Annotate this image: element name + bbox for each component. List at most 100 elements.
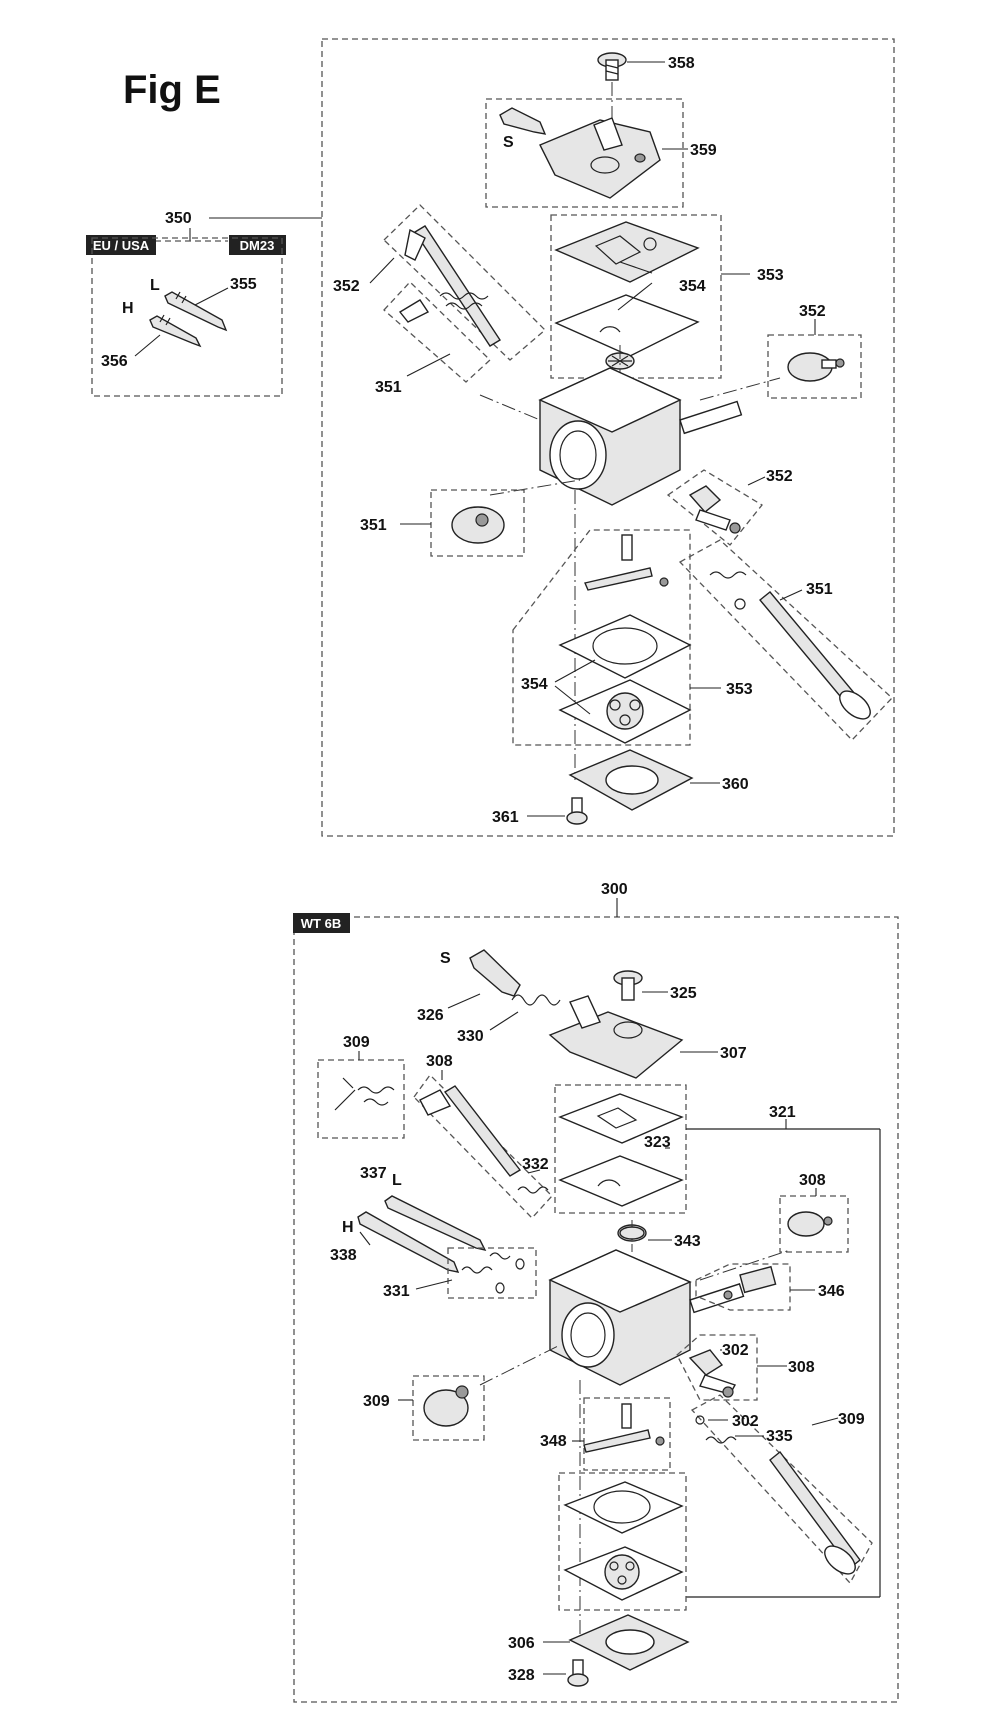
inlet-needle-348 [583, 1403, 665, 1453]
callout-308-upper: 308 [426, 1053, 453, 1070]
callout-353-upper: 353 [757, 267, 784, 284]
throttle-plate-right [787, 352, 845, 382]
throttle-plate-bottom-right [787, 1211, 833, 1237]
cover-screw-328 [567, 1659, 589, 1687]
choke-plate-bottom-left [423, 1385, 469, 1427]
callout-308-right: 308 [799, 1172, 826, 1189]
fitting-346 [723, 1265, 777, 1300]
callout-348: 348 [540, 1433, 567, 1450]
inlet-needle-top [584, 534, 669, 591]
adjustment-screws-frame [91, 237, 283, 397]
tag-wt6b: WT 6B [293, 913, 350, 933]
top-assembly-frame [321, 38, 895, 837]
carburetor-body-bottom [548, 1224, 745, 1386]
idle-screw-S [499, 107, 547, 135]
callout-300: 300 [601, 881, 628, 898]
letter-L: L [150, 277, 160, 294]
cover-screw-bottom [613, 970, 643, 1001]
callout-325: 325 [670, 985, 697, 1002]
pump-gasket-upper [554, 294, 700, 357]
callout-321: 321 [769, 1104, 796, 1121]
pump-diaphragm-bottom [558, 1093, 684, 1144]
metering-gasket-lower [558, 679, 692, 744]
top-assembly: 350 EU / USA DM23 L H 355 356 [86, 38, 895, 837]
callout-330: 330 [457, 1028, 484, 1045]
callout-343: 343 [674, 1233, 701, 1250]
callout-337: 337 [360, 1165, 387, 1182]
metering-diaphragm-bottom [563, 1481, 684, 1534]
callout-326: 326 [417, 1007, 444, 1024]
throttle-shaft-upper [404, 225, 501, 347]
callout-308-lower: 308 [788, 1359, 815, 1376]
pump-cover [539, 117, 661, 199]
callout-338: 338 [330, 1247, 357, 1264]
callout-351-left: 351 [360, 517, 387, 534]
cover-screw [597, 52, 627, 81]
needle-springs-331 [461, 1252, 525, 1294]
adjusting-needle-H [357, 1211, 460, 1273]
diaphragm-cover-bottom [568, 1614, 690, 1671]
callout-355: 355 [230, 276, 257, 293]
callout-358: 358 [668, 55, 695, 72]
idle-spring [511, 994, 561, 1006]
idle-screw-S-bottom [469, 949, 521, 997]
callout-352-upper: 352 [333, 278, 360, 295]
svg-text:EU / USA: EU / USA [93, 238, 150, 253]
callout-302-upper: 302 [722, 1342, 749, 1359]
callout-351-right: 351 [806, 581, 833, 598]
letter-S-top: S [503, 134, 514, 151]
callout-354-lower: 354 [521, 676, 548, 693]
tag-eu-usa: EU / USA [86, 235, 156, 255]
callout-307: 307 [720, 1045, 747, 1062]
choke-shaft-bottom [695, 1415, 861, 1575]
callout-352-right: 352 [799, 303, 826, 320]
adjusting-screw-L [164, 291, 228, 332]
figure-title: Fig E [123, 68, 221, 112]
callout-328: 328 [508, 1667, 535, 1684]
callout-356: 356 [101, 353, 128, 370]
strainer-343 [619, 1226, 645, 1240]
pump-diaphragm-upper [554, 221, 700, 283]
tag-dm23: DM23 [229, 235, 286, 255]
letter-H: H [122, 300, 134, 317]
callout-323: 323 [644, 1134, 671, 1151]
carburetor-body-top [538, 352, 743, 506]
letter-L-bottom: L [392, 1172, 402, 1189]
throttle-lever-right [688, 485, 741, 534]
pump-gasket-bottom [558, 1155, 684, 1207]
bottom-assembly: 300 WT 6B 325 S 326 330 307 [293, 881, 899, 1703]
adjusting-screw-H [149, 314, 202, 348]
return-spring-upper [398, 292, 489, 323]
callout-306: 306 [508, 1635, 535, 1652]
callout-309-right: 309 [838, 1411, 865, 1428]
svg-text:DM23: DM23 [240, 238, 275, 253]
callout-335: 335 [766, 1428, 793, 1445]
lever-302 [688, 1349, 737, 1398]
callout-359: 359 [690, 142, 717, 159]
pump-cover-bottom [548, 995, 684, 1079]
callout-350: 350 [165, 210, 192, 227]
letter-S-bottom: S [440, 950, 451, 967]
throttle-shaft-bottom [419, 1085, 522, 1177]
bottom-assembly-frame [293, 916, 899, 1703]
callout-302-lower: 302 [732, 1413, 759, 1430]
callout-309-upper: 309 [343, 1034, 370, 1051]
return-spring-309 [334, 1077, 395, 1111]
diaphragm-cover-top [568, 749, 694, 811]
svg-text:WT 6B: WT 6B [301, 916, 341, 931]
cover-screw-bottom-top [566, 797, 588, 825]
choke-shaft-lower [709, 571, 871, 720]
choke-plate-left [451, 506, 505, 544]
metering-diaphragm-lower [558, 614, 692, 679]
callout-354-upper: 354 [679, 278, 706, 295]
callout-352-lower: 352 [766, 468, 793, 485]
callout-309-left: 309 [363, 1393, 390, 1410]
callout-331: 331 [383, 1283, 410, 1300]
callout-361: 361 [492, 809, 519, 826]
metering-gasket-bottom [563, 1546, 684, 1601]
spring-332 [517, 1186, 549, 1194]
callout-353-lower: 353 [726, 681, 753, 698]
callout-346: 346 [818, 1283, 845, 1300]
callout-360: 360 [722, 776, 749, 793]
